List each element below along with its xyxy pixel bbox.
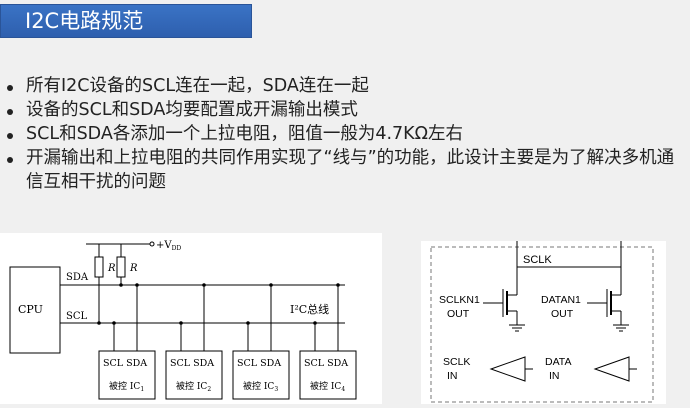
open-drain-diagram: SCLK SCLKN1 OUT DATAN1 OUT SCLK — [421, 241, 666, 404]
vdd-terminal-icon — [149, 241, 155, 247]
bullet-text: 设备的SCL和SDA均要配置成开漏输出模式 — [26, 100, 358, 120]
bus-label: I²C总线 — [290, 302, 329, 316]
ic-pins-label: SCL SDA — [170, 358, 214, 369]
ic-name-label: 被控 IC1 — [109, 380, 144, 393]
ic-pins-label: SCL SDA — [103, 358, 147, 369]
slide-title: I2C电路规范 — [25, 9, 144, 33]
ic-pins-label: SCL SDA — [237, 358, 281, 369]
bullet-item: 开漏输出和上拉电阻的共同作用实现了“线与”的功能，此设计主要是为了解决多机通信互… — [4, 146, 686, 194]
open-drain-svg: SCLK SCLKN1 OUT DATAN1 OUT SCLK — [421, 241, 666, 404]
bullet-item: SCL和SDA各添加一个上拉电阻，阻值一般为4.7KΩ左右 — [4, 122, 686, 146]
junction-dot — [112, 321, 116, 325]
junction-dot — [97, 321, 101, 325]
cpu-label: CPU — [18, 303, 43, 316]
ic-pins-label: SCL SDA — [304, 358, 348, 369]
ic-box-3 — [232, 350, 290, 400]
out2-label-line1: DATAN1 — [541, 294, 581, 306]
diagram-background — [421, 241, 666, 404]
vdd-label: +VDD — [156, 240, 181, 252]
junction-dot — [202, 283, 206, 287]
bullet-item: 所有I2C设备的SCL连在一起，SDA连在一起 — [4, 74, 686, 98]
sclk-line-label: SCLK — [523, 254, 552, 266]
in2-label-line1: DATA — [545, 356, 571, 368]
bullet-text: 所有I2C设备的SCL连在一起，SDA连在一起 — [26, 76, 369, 96]
cpu-box — [9, 266, 61, 354]
bullet-item: 设备的SCL和SDA均要配置成开漏输出模式 — [4, 98, 686, 122]
bullet-text: SCL和SDA各添加一个上拉电阻，阻值一般为4.7KΩ左右 — [26, 124, 464, 144]
ic-box-2 — [165, 350, 223, 400]
junction-dot — [119, 283, 123, 287]
bullet-dot-icon — [7, 109, 13, 115]
in1-label-line1: SCLK — [443, 356, 470, 368]
out1-label-line2: OUT — [447, 308, 470, 320]
scl-pin-label: SCL — [66, 311, 88, 322]
junction-dot — [246, 321, 250, 325]
junction-dot — [269, 283, 273, 287]
i2c-bus-diagram: CPU SDA SCL +VDD R R I²C总线 — [0, 233, 382, 404]
bullet-list: 所有I2C设备的SCL连在一起，SDA连在一起 设备的SCL和SDA均要配置成开… — [4, 74, 686, 194]
slide-title-bar: I2C电路规范 — [0, 4, 252, 38]
ic-name-label: 被控 IC2 — [176, 380, 211, 393]
out1-label-line1: SCLKN1 — [439, 294, 480, 306]
ic-box-4 — [299, 350, 357, 400]
junction-dot — [313, 321, 317, 325]
junction-dot — [135, 283, 139, 287]
r1-label: R — [107, 263, 116, 274]
ic-name-label: 被控 IC4 — [310, 380, 345, 393]
out2-label-line2: OUT — [551, 308, 574, 320]
ic-box-1 — [98, 350, 156, 400]
bullet-dot-icon — [7, 157, 13, 163]
junction-dot — [179, 321, 183, 325]
diagram-background — [0, 233, 382, 404]
junction-dot — [336, 283, 340, 287]
in2-label-line2: IN — [549, 370, 560, 382]
bullet-text: 开漏输出和上拉电阻的共同作用实现了“线与”的功能，此设计主要是为了解决多机通信互… — [26, 148, 675, 192]
sda-pin-label: SDA — [66, 272, 89, 283]
bullet-dot-icon — [7, 133, 13, 139]
in1-label-line2: IN — [447, 370, 458, 382]
i2c-bus-svg: CPU SDA SCL +VDD R R I²C总线 — [0, 233, 382, 404]
bullet-dot-icon — [7, 85, 13, 91]
ic-name-label: 被控 IC3 — [243, 380, 278, 393]
r2-label: R — [129, 263, 138, 274]
